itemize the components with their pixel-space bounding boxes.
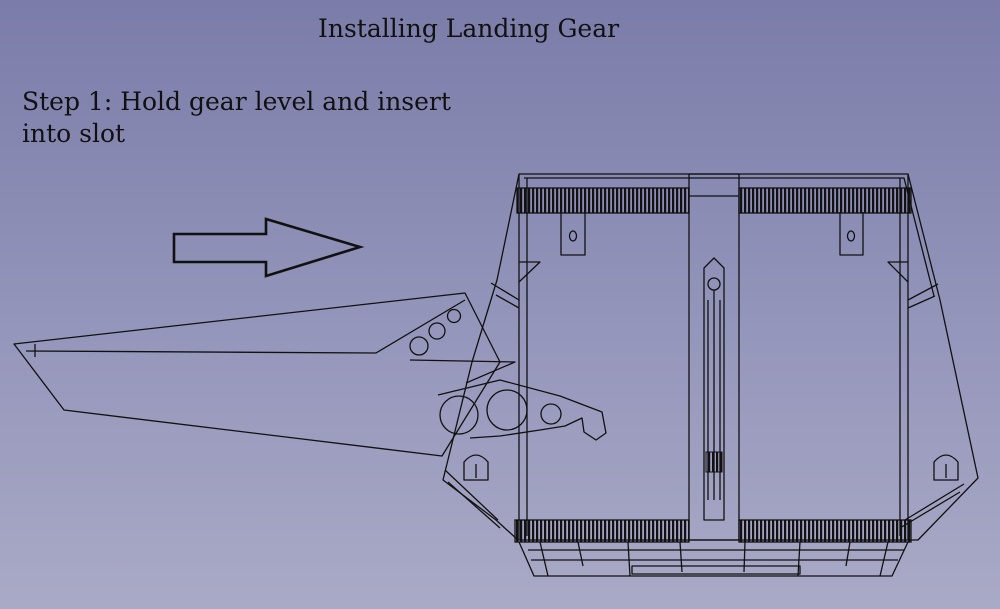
page-title: Installing Landing Gear — [318, 14, 620, 43]
gear-bay-assembly — [442, 173, 979, 577]
step-instruction: Step 1: Hold gear level and insert into … — [22, 87, 451, 148]
right-arrow-icon — [172, 217, 365, 278]
landing-gear-strut — [13, 292, 607, 457]
